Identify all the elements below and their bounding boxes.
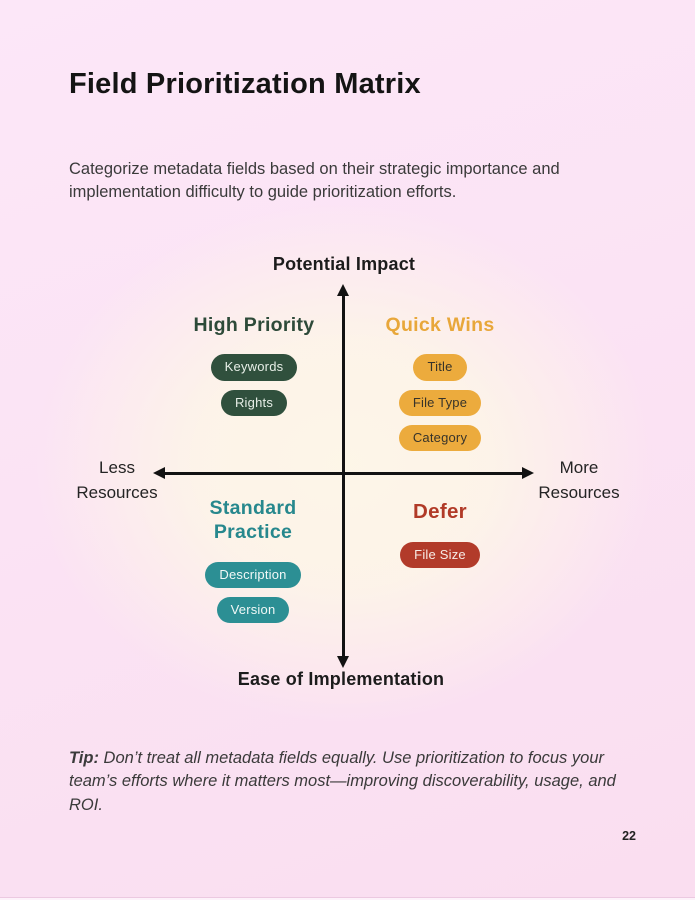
axis-label-top: Potential Impact <box>272 254 416 274</box>
field-pill: Title <box>413 354 467 381</box>
tip-text: Don’t treat all metadata fields equally.… <box>69 749 616 814</box>
quadrant-heading: Defer <box>413 500 467 523</box>
quadrant-heading: Standard Practice <box>209 497 297 544</box>
arrowhead-up-icon <box>337 284 349 296</box>
page-number: 22 <box>622 829 636 843</box>
quadrant-defer: Defer File Size <box>340 499 540 568</box>
arrowhead-down-icon <box>337 656 349 668</box>
horizontal-axis-line <box>165 472 523 475</box>
arrowhead-left-icon <box>153 467 165 479</box>
axis-label-bottom: Ease of Implementation <box>237 669 445 689</box>
quadrant-heading: Quick Wins <box>385 314 495 336</box>
field-pill: File Type <box>398 389 482 416</box>
page-bottom-edge <box>0 897 695 900</box>
axis-label-left: Less Resources <box>76 458 158 502</box>
tip-paragraph: Tip: Don’t treat all metadata fields equ… <box>69 747 649 817</box>
arrowhead-right-icon <box>522 467 534 479</box>
quadrant-quick-wins: Quick Wins Title File Type Category <box>340 313 540 452</box>
tip-label: Tip: <box>69 749 99 767</box>
field-pill: Rights <box>220 389 288 416</box>
page-subtitle: Categorize metadata fields based on thei… <box>69 160 560 202</box>
field-pill: Category <box>398 424 482 452</box>
axis-label-right: More Resources <box>538 458 620 502</box>
quadrant-heading: High Priority <box>193 314 315 336</box>
field-pill: Description <box>205 561 301 588</box>
field-pill: File Size <box>400 541 480 568</box>
field-pill: Keywords <box>210 354 298 381</box>
vertical-axis-line <box>342 293 345 658</box>
quadrant-standard-practice: Standard Practice Description Version <box>153 496 353 624</box>
page-title: Field Prioritization Matrix <box>69 68 421 100</box>
quadrant-high-priority: High Priority Keywords Rights <box>154 313 354 416</box>
field-pill: Version <box>216 597 290 624</box>
